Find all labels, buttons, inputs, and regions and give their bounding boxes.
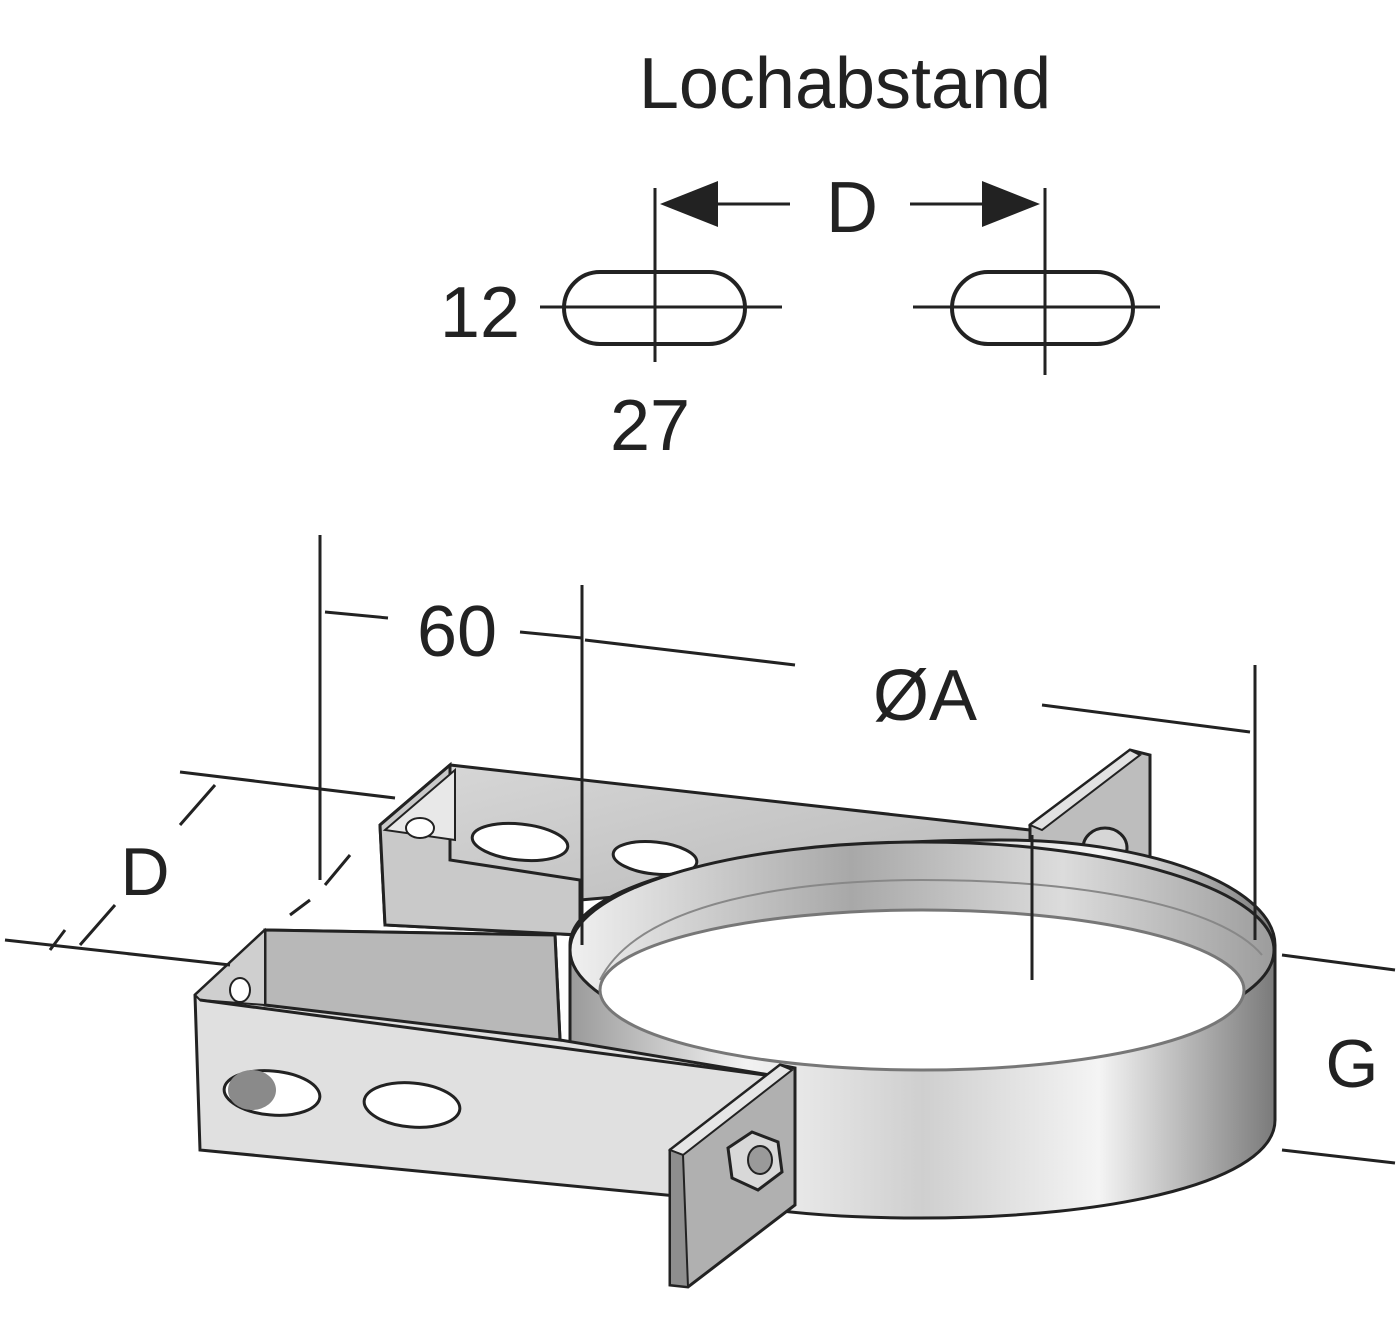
diameter-dimension-line-left: [584, 638, 796, 667]
front-arm-slot-2: [362, 1081, 462, 1129]
depth-dimension-line-right: [289, 854, 352, 917]
bracket-drawing: D 60 ØA G: [4, 535, 1396, 1289]
front-clamp-tab: [667, 1063, 797, 1289]
arrow-left-icon: [660, 181, 718, 227]
front-arm: [193, 927, 772, 1207]
diameter-dimension-line-right: [1041, 703, 1251, 734]
back-arm-slot-2: [611, 839, 699, 877]
depth-label: D: [120, 834, 169, 910]
spacing-label: D: [826, 168, 878, 248]
back-arm-slot-1: [470, 821, 570, 863]
diameter-label: ØA: [873, 656, 977, 736]
band-height-extension-bottom: [1281, 1148, 1396, 1165]
depth-extension-bottom: [4, 938, 231, 967]
arrow-right-icon: [982, 181, 1040, 227]
bracket-dimensions: [4, 535, 1396, 1165]
band-height-extension-top: [1281, 953, 1396, 972]
band-height-label: G: [1326, 1026, 1379, 1102]
hole-spacing-detail: Lochabstand D 12 27: [440, 44, 1160, 466]
offset-dimension-line-right: [519, 630, 583, 640]
depth-dimension-line: [48, 784, 217, 951]
slot-height-label: 12: [440, 273, 520, 353]
offset-dimension-line-left: [324, 610, 389, 620]
hole-spacing-title: Lochabstand: [639, 44, 1051, 124]
depth-extension-top: [179, 770, 396, 800]
offset-label: 60: [417, 592, 497, 672]
slot-width-label: 27: [610, 386, 690, 466]
back-arm-slot-3: [405, 817, 435, 839]
